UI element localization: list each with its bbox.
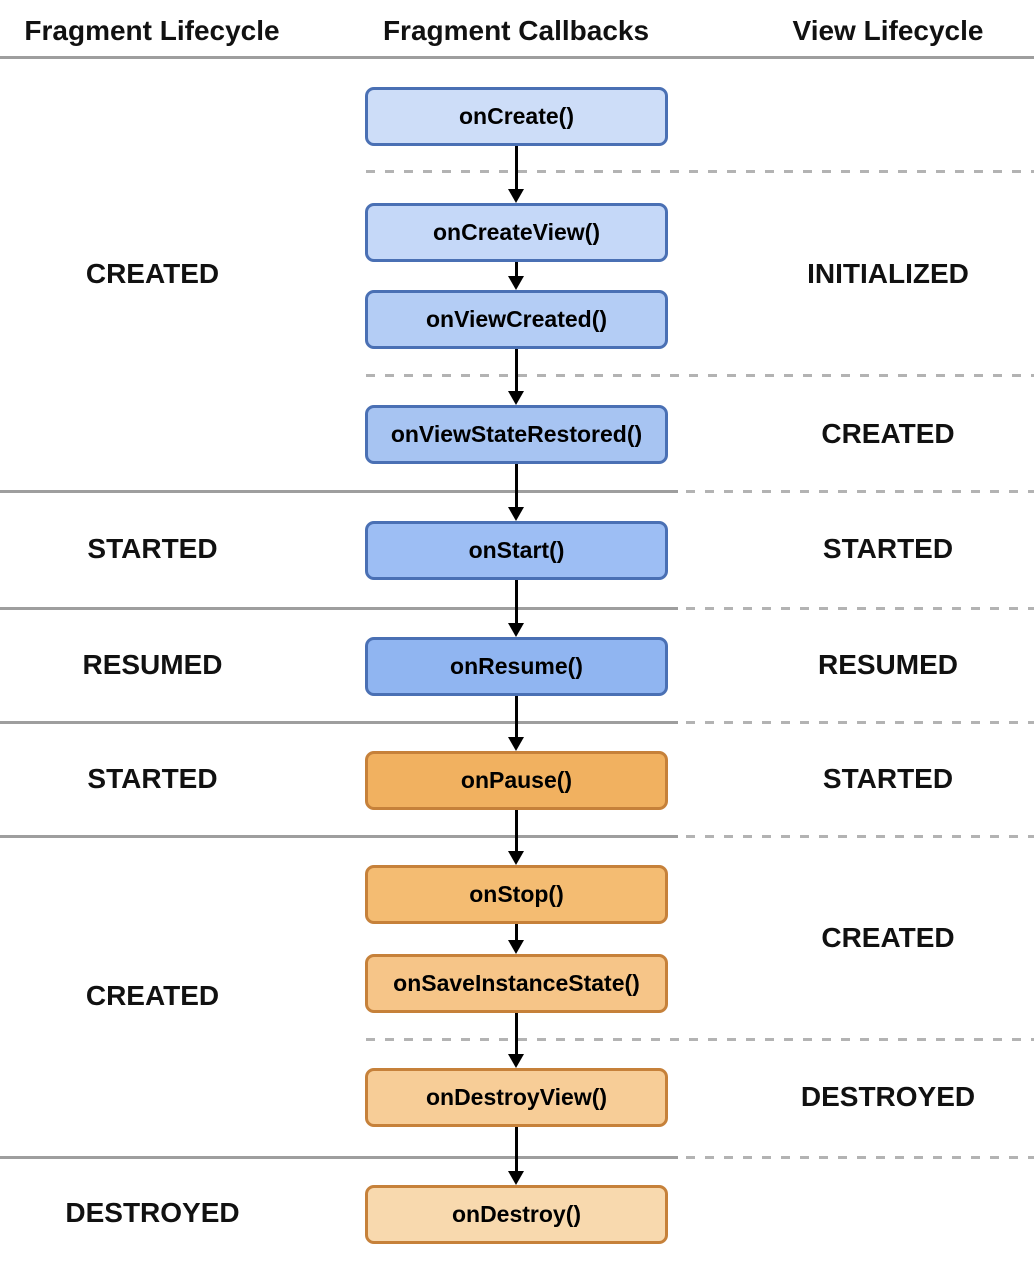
arrow-down-icon	[508, 580, 524, 637]
view-state-resumed: RESUMED	[817, 649, 958, 680]
header-divider-line	[0, 56, 1034, 59]
fragment-boundary-line	[0, 607, 678, 610]
view-boundary-dashed-line	[686, 1156, 1034, 1159]
callback-box-onviewcreated: onViewCreated()	[365, 290, 668, 349]
callback-box-onpause: onPause()	[365, 751, 668, 810]
callback-label: onDestroyView()	[425, 1084, 608, 1110]
arrow-down-icon	[508, 1127, 524, 1185]
callback-label: onCreate()	[458, 103, 574, 129]
callback-box-onsaveinstancestate: onSaveInstanceState()	[365, 954, 668, 1013]
callback-box-onstart: onStart()	[365, 521, 668, 580]
fragment-boundary-line	[0, 490, 678, 493]
callback-box-onresume: onResume()	[365, 637, 668, 696]
callback-box-oncreate: onCreate()	[365, 87, 668, 146]
callback-label: onStart()	[468, 537, 565, 563]
arrow-down-icon	[508, 349, 524, 405]
fragment-state-started: STARTED	[87, 533, 218, 564]
callback-label: onDestroy()	[451, 1201, 582, 1227]
view-boundary-dashed-line	[686, 835, 1034, 838]
fragment-boundary-line	[0, 1156, 678, 1159]
callback-label: onPause()	[460, 767, 573, 793]
column-header-fragment-lifecycle: Fragment Lifecycle	[24, 15, 280, 46]
callback-box-onstop: onStop()	[365, 865, 668, 924]
fragment-state-created: CREATED	[85, 258, 220, 289]
callback-label: onCreateView()	[432, 219, 600, 245]
view-state-created: CREATED	[821, 418, 955, 449]
callback-box-onviewstaterestored: onViewStateRestored()	[365, 405, 668, 464]
view-state-initialized: INITIALIZED	[807, 258, 969, 289]
view-state-started-2: STARTED	[822, 763, 954, 794]
column-header-view-lifecycle: View Lifecycle	[792, 15, 984, 46]
arrow-down-icon	[508, 1013, 524, 1068]
callback-label: onViewStateRestored()	[390, 421, 643, 447]
arrow-down-icon	[508, 464, 524, 521]
callback-label: onResume()	[450, 653, 583, 679]
view-boundary-dashed-line	[686, 607, 1034, 610]
view-boundary-dashed-line	[366, 1038, 1034, 1041]
view-state-started: STARTED	[822, 533, 954, 564]
fragment-state-destroyed: DESTROYED	[65, 1197, 240, 1228]
callback-box-oncreateview: onCreateView()	[365, 203, 668, 262]
arrow-down-icon	[508, 924, 524, 954]
arrow-down-icon	[508, 146, 524, 203]
view-boundary-dashed-line	[366, 374, 1034, 377]
view-boundary-dashed-line	[366, 170, 1034, 173]
arrow-down-icon	[508, 262, 524, 290]
view-state-destroyed: DESTROYED	[800, 1081, 976, 1112]
column-header-fragment-callbacks: Fragment Callbacks	[382, 15, 650, 46]
callback-label: onViewCreated()	[425, 306, 608, 332]
callback-label: onSaveInstanceState()	[393, 970, 640, 996]
callback-label: onStop()	[469, 881, 564, 907]
view-state-created-2: CREATED	[821, 922, 955, 953]
arrow-down-icon	[508, 810, 524, 865]
callback-box-ondestroy: onDestroy()	[365, 1185, 668, 1244]
view-boundary-dashed-line	[686, 490, 1034, 493]
callback-box-ondestroyview: onDestroyView()	[365, 1068, 668, 1127]
fragment-state-created-2: CREATED	[85, 980, 220, 1011]
fragment-boundary-line	[0, 835, 678, 838]
fragment-state-started-2: STARTED	[87, 763, 218, 794]
fragment-boundary-line	[0, 721, 678, 724]
view-boundary-dashed-line	[686, 721, 1034, 724]
arrow-down-icon	[508, 696, 524, 751]
fragment-state-resumed: RESUMED	[82, 649, 223, 680]
